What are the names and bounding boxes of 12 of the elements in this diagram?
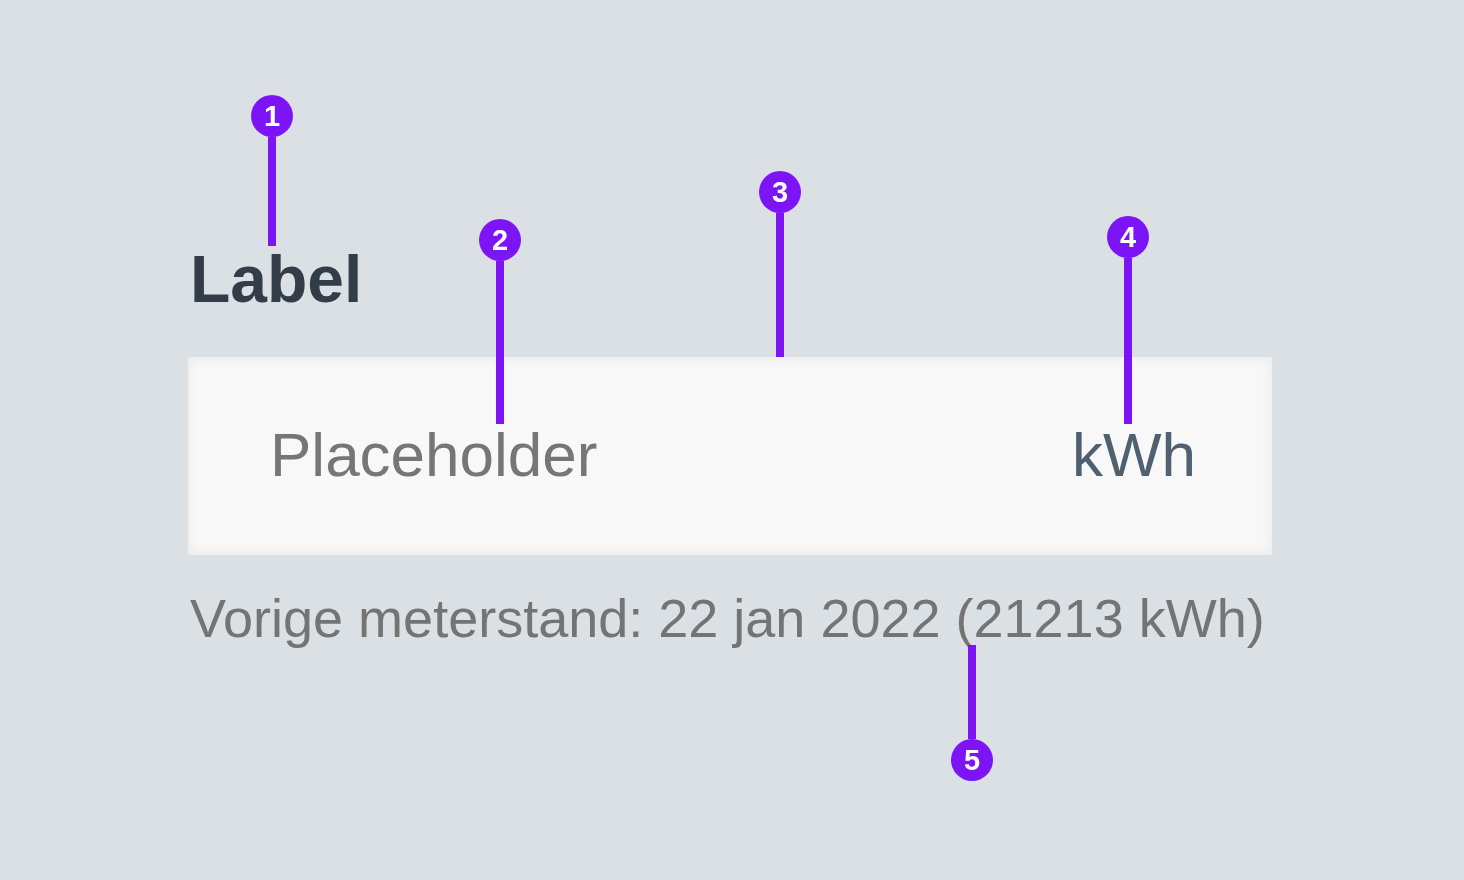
unit-text: kWh (1072, 424, 1196, 486)
leader-line (1124, 258, 1132, 424)
callout-number: 2 (479, 219, 521, 261)
callout-number: 3 (759, 171, 801, 213)
field-label: Label (190, 246, 363, 312)
input-field (188, 357, 1272, 555)
placeholder-text: Placeholder (270, 424, 598, 486)
callout-number: 4 (1107, 216, 1149, 258)
leader-line (776, 213, 784, 357)
leader-line (496, 261, 504, 424)
callout-number: 1 (251, 95, 293, 137)
callout-number: 5 (951, 739, 993, 781)
